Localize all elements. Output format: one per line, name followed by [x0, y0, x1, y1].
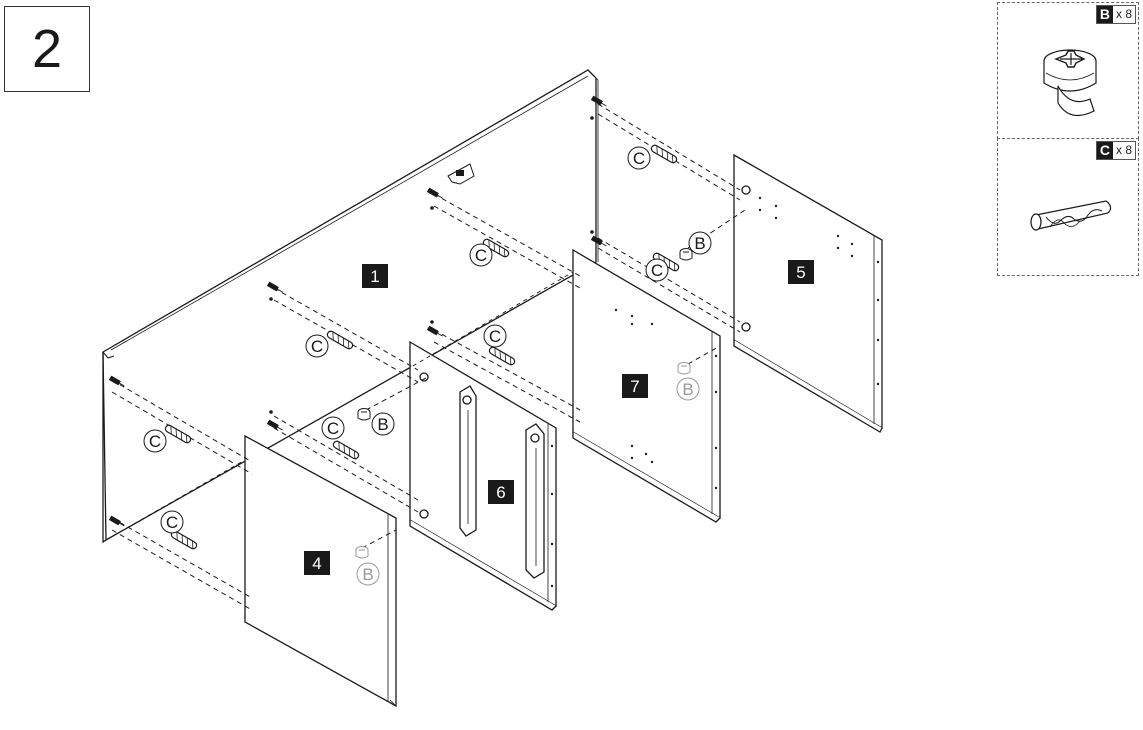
legend-c-tag: C x 8: [1095, 141, 1136, 160]
dowel-group: [164, 144, 680, 550]
callout-b-2: B: [377, 415, 388, 434]
callout-c-1-ring: [627, 146, 651, 170]
step-number: 2: [4, 6, 90, 92]
cam-lock-icon: [677, 362, 691, 375]
pin-icon: [266, 281, 283, 293]
panel-1-back: [102, 69, 599, 544]
panel-1-label-bg: [362, 264, 388, 288]
callout-b-2-ring: [371, 412, 395, 436]
cam-lock-icon: [679, 248, 693, 261]
legend-b-tag: B x 8: [1095, 5, 1136, 24]
cam-lock-icon: [355, 546, 369, 559]
panel-4-label: 4: [312, 554, 321, 573]
callout-c-8: C: [166, 513, 178, 532]
cam-lock-icon: [1043, 49, 1097, 117]
dowel-icon: [164, 424, 192, 444]
panel-6-label: 6: [496, 483, 505, 502]
callout-c-4-ring: [483, 324, 507, 348]
callout-c-2: C: [651, 261, 663, 280]
dowel-icon: [650, 144, 678, 164]
legend-dowel: C x 8: [997, 138, 1139, 276]
callout-c-3-ring: [469, 243, 493, 267]
panel-5-label: 5: [796, 263, 805, 282]
panel-7-label-bg: [622, 374, 648, 398]
legend-b-qty: x 8: [1115, 7, 1132, 21]
callout-c-1: C: [633, 149, 645, 168]
panel-7-label: 7: [630, 377, 639, 396]
callout-c-5-ring: [305, 334, 329, 358]
panel-5-right-side: [733, 153, 883, 433]
panel-edge-guides: [105, 271, 574, 541]
callout-b-4: B: [362, 565, 373, 584]
dowel-icon: [326, 330, 354, 350]
panel-5-label-bg: [788, 260, 814, 284]
panel-6-label-bg: [488, 480, 514, 504]
callout-c-5: C: [311, 337, 323, 356]
callout-c-7-ring: [143, 429, 167, 453]
pin-icon: [590, 95, 607, 107]
panel-1-label: 1: [370, 267, 379, 286]
callout-b-4-ring: [356, 562, 380, 586]
callout-b-1: B: [694, 234, 705, 253]
pin-icon: [426, 187, 443, 199]
legend-c-letter: C: [1096, 142, 1113, 159]
callout-c-7: C: [149, 432, 161, 451]
callout-c-6: C: [327, 419, 339, 438]
legend-c-qty: x 8: [1115, 143, 1132, 157]
callout-c-2-ring: [645, 258, 669, 282]
dowel-icon: [488, 346, 516, 366]
cam-lock-icon: [357, 408, 371, 421]
pin-icon: [108, 515, 125, 527]
cam-lock-group: [355, 248, 693, 559]
dowel-icon: [482, 238, 510, 258]
callout-b-3-ring: [676, 377, 700, 401]
step-number-text: 2: [31, 19, 63, 79]
callout-b-3: B: [682, 380, 693, 399]
callout-c-8-ring: [160, 510, 184, 534]
panel-6-runner-side: [409, 340, 557, 611]
callout-c-4: C: [489, 327, 501, 346]
dowel-icon: [332, 440, 360, 460]
dowel-callouts: C C C C C C C C: [143, 146, 669, 534]
legend-b-letter: B: [1096, 6, 1113, 23]
drawer-runner-left: [459, 385, 477, 537]
panel-labels: 1 5 7 6 4: [304, 260, 814, 575]
wooden-dowel-icon: [1030, 200, 1112, 231]
pin-icon: [426, 325, 443, 337]
pin-icon: [590, 235, 607, 247]
drawer-runner-right: [525, 423, 545, 579]
pin-group: [108, 95, 607, 527]
callout-b-1-ring: [688, 231, 712, 255]
pin-icon: [266, 419, 283, 431]
callout-c-3: C: [475, 246, 487, 265]
panel-4-label-bg: [304, 551, 330, 575]
cam-lock-callouts: B B B B: [356, 231, 712, 586]
pin-icon: [108, 375, 125, 387]
callout-c-6-ring: [321, 416, 345, 440]
